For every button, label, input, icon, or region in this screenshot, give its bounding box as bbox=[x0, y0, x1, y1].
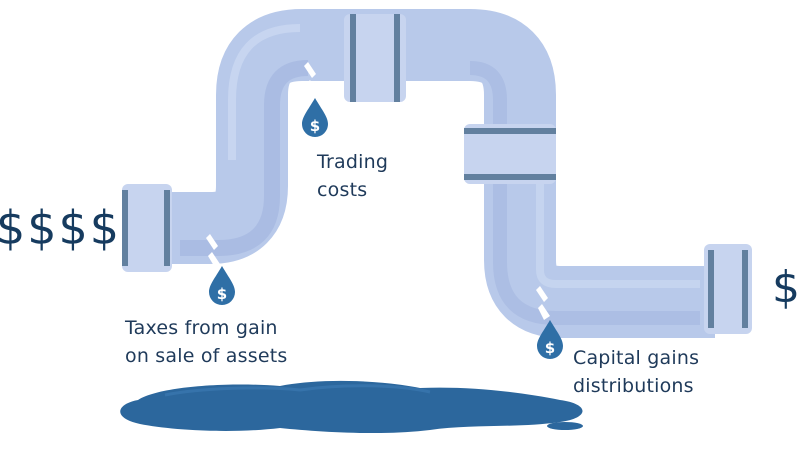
crack-icons bbox=[206, 62, 550, 320]
crack-right-icon bbox=[536, 286, 550, 320]
drop-capital-icon bbox=[537, 320, 563, 359]
money-in-label: $$$$ bbox=[0, 201, 122, 255]
leak-label-trading: Trading costs bbox=[317, 151, 389, 201]
pipe bbox=[148, 9, 715, 338]
coupling-end bbox=[704, 244, 752, 334]
drop-capital-symbol: $ bbox=[545, 339, 555, 357]
crack-top-icon bbox=[304, 62, 318, 96]
coupling-left bbox=[122, 184, 172, 272]
leak-label-capital: Capital gains distributions bbox=[573, 347, 700, 397]
crack-left-icon bbox=[206, 234, 220, 266]
puddle bbox=[120, 380, 583, 434]
money-out-label: $ bbox=[772, 262, 800, 313]
drop-trading-symbol: $ bbox=[310, 117, 320, 135]
drop-taxes-icon bbox=[209, 266, 235, 305]
coupling-top bbox=[344, 14, 406, 102]
drop-taxes-symbol: $ bbox=[217, 285, 227, 303]
coupling-right bbox=[464, 124, 556, 184]
leak-label-taxes: Taxes from gain on sale of assets bbox=[125, 317, 288, 367]
drop-trading-icon bbox=[302, 98, 328, 137]
